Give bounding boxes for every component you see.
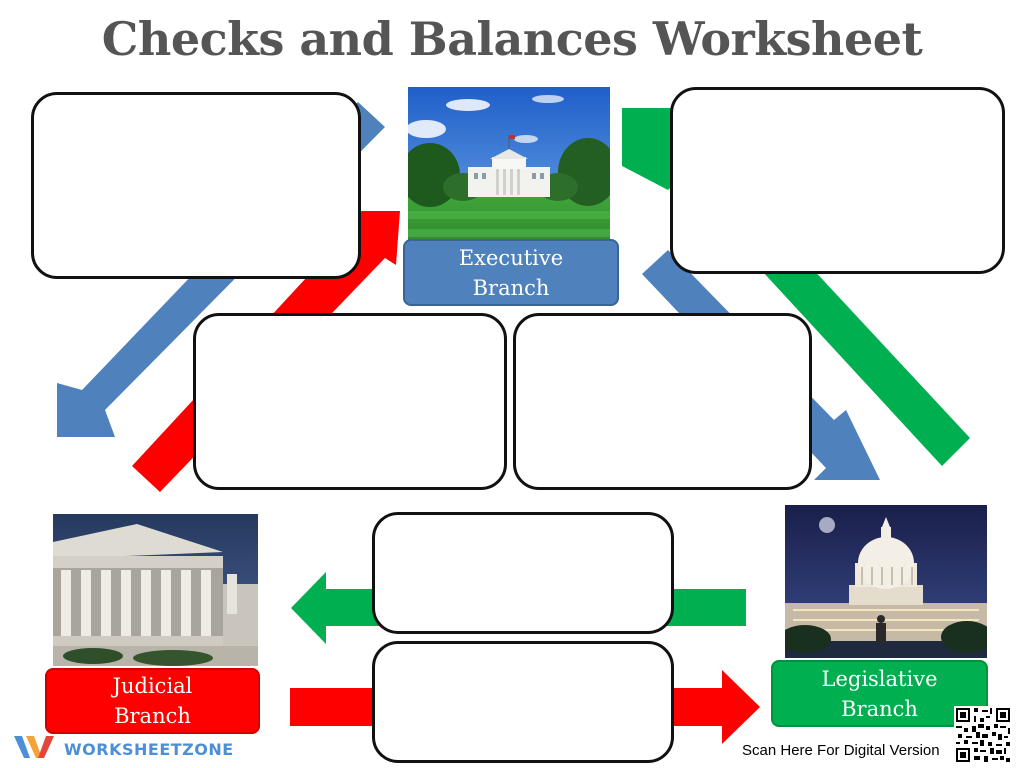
answer-box-top-left[interactable] (31, 92, 361, 279)
worksheetzone-logo[interactable]: WORKSHEETZONE (14, 731, 234, 767)
answer-box-bottom-lower[interactable] (372, 641, 674, 763)
white-house-image (408, 87, 610, 247)
executive-branch-label: Executive Branch (403, 239, 619, 306)
capitol-image (785, 505, 987, 658)
answer-box-top-right[interactable] (670, 87, 1005, 274)
judicial-branch-label: Judicial Branch (45, 668, 260, 734)
brand-name: WORKSHEETZONE (64, 740, 234, 759)
qr-caption: Scan Here For Digital Version (742, 742, 940, 759)
supreme-court-image (53, 514, 258, 666)
answer-box-middle-left[interactable] (193, 313, 507, 490)
answer-box-middle-right[interactable] (513, 313, 812, 490)
worksheetzone-logo-icon (14, 732, 56, 766)
qr-code-icon[interactable] (954, 706, 1012, 768)
answer-box-bottom-upper[interactable] (372, 512, 674, 634)
